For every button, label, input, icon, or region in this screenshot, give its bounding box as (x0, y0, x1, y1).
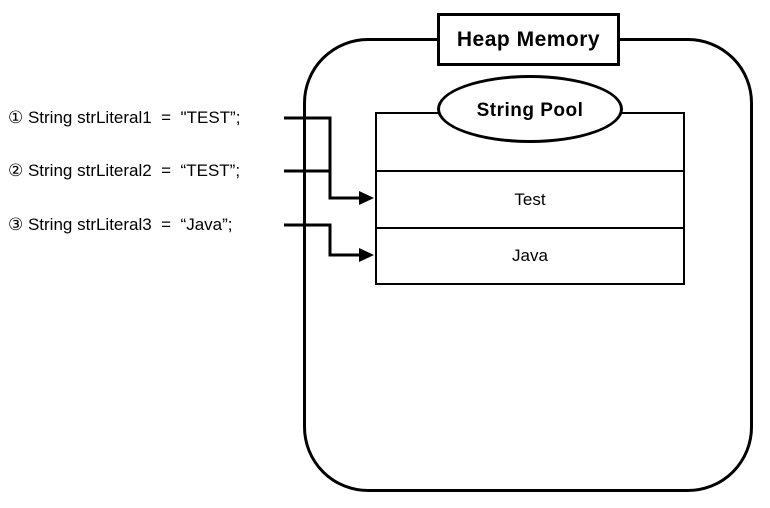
pool-row-test: Test (377, 170, 683, 227)
string-pool-ellipse: String Pool (437, 75, 623, 143)
heap-memory-title: Heap Memory (456, 27, 601, 51)
code-line-strliteral3: ③ String strLiteral3 = “Java”; (8, 215, 233, 234)
heap-memory-title-box: Heap Memory (437, 13, 620, 66)
pool-row-java: Java (377, 227, 683, 283)
pool-row-java-value: Java (512, 246, 548, 265)
code-line-strliteral1: ① String strLiteral1 = "TEST”; (8, 108, 241, 127)
string-pool-title: String Pool (476, 100, 584, 121)
code-line-strliteral2: ② String strLiteral2 = “TEST”; (8, 161, 241, 180)
pool-row-test-value: Test (514, 189, 546, 209)
